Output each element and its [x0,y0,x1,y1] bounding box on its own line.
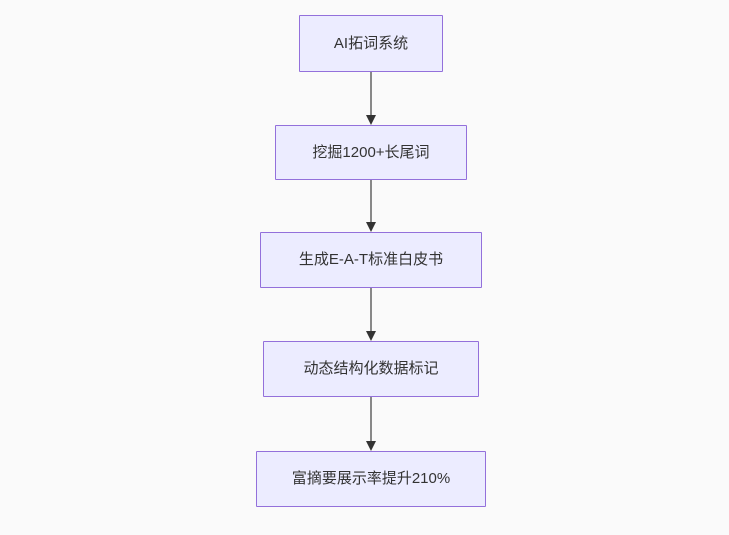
arrow-down-icon [366,441,376,451]
arrow-line [370,397,372,442]
arrow-line [370,72,372,116]
node-label: 挖掘1200+长尾词 [312,143,430,161]
node-label: 生成E-A-T标准白皮书 [298,251,444,268]
node-label: AI拓词系统 [333,34,409,52]
arrow-down-icon [366,331,376,341]
arrow-down-icon [366,115,376,125]
node-label: 富摘要展示率提升210% [291,470,451,487]
flow-arrow-2 [365,180,377,232]
arrow-down-icon [366,222,376,232]
flow-node-structured-data-markup: 动态结构化数据标记 [263,341,479,397]
flow-arrow-1 [365,72,377,125]
flow-arrow-3 [365,288,377,341]
flow-node-ai-expansion-system: AI拓词系统 [299,15,443,72]
flow-node-eat-whitepaper: 生成E-A-T标准白皮书 [260,232,482,288]
arrow-line [370,288,372,332]
arrow-line [370,180,372,223]
flow-node-rich-snippet-result: 富摘要展示率提升210% [256,451,486,507]
flow-arrow-4 [365,397,377,451]
node-label: 动态结构化数据标记 [303,360,439,377]
flow-node-longtail-mining: 挖掘1200+长尾词 [275,125,467,180]
